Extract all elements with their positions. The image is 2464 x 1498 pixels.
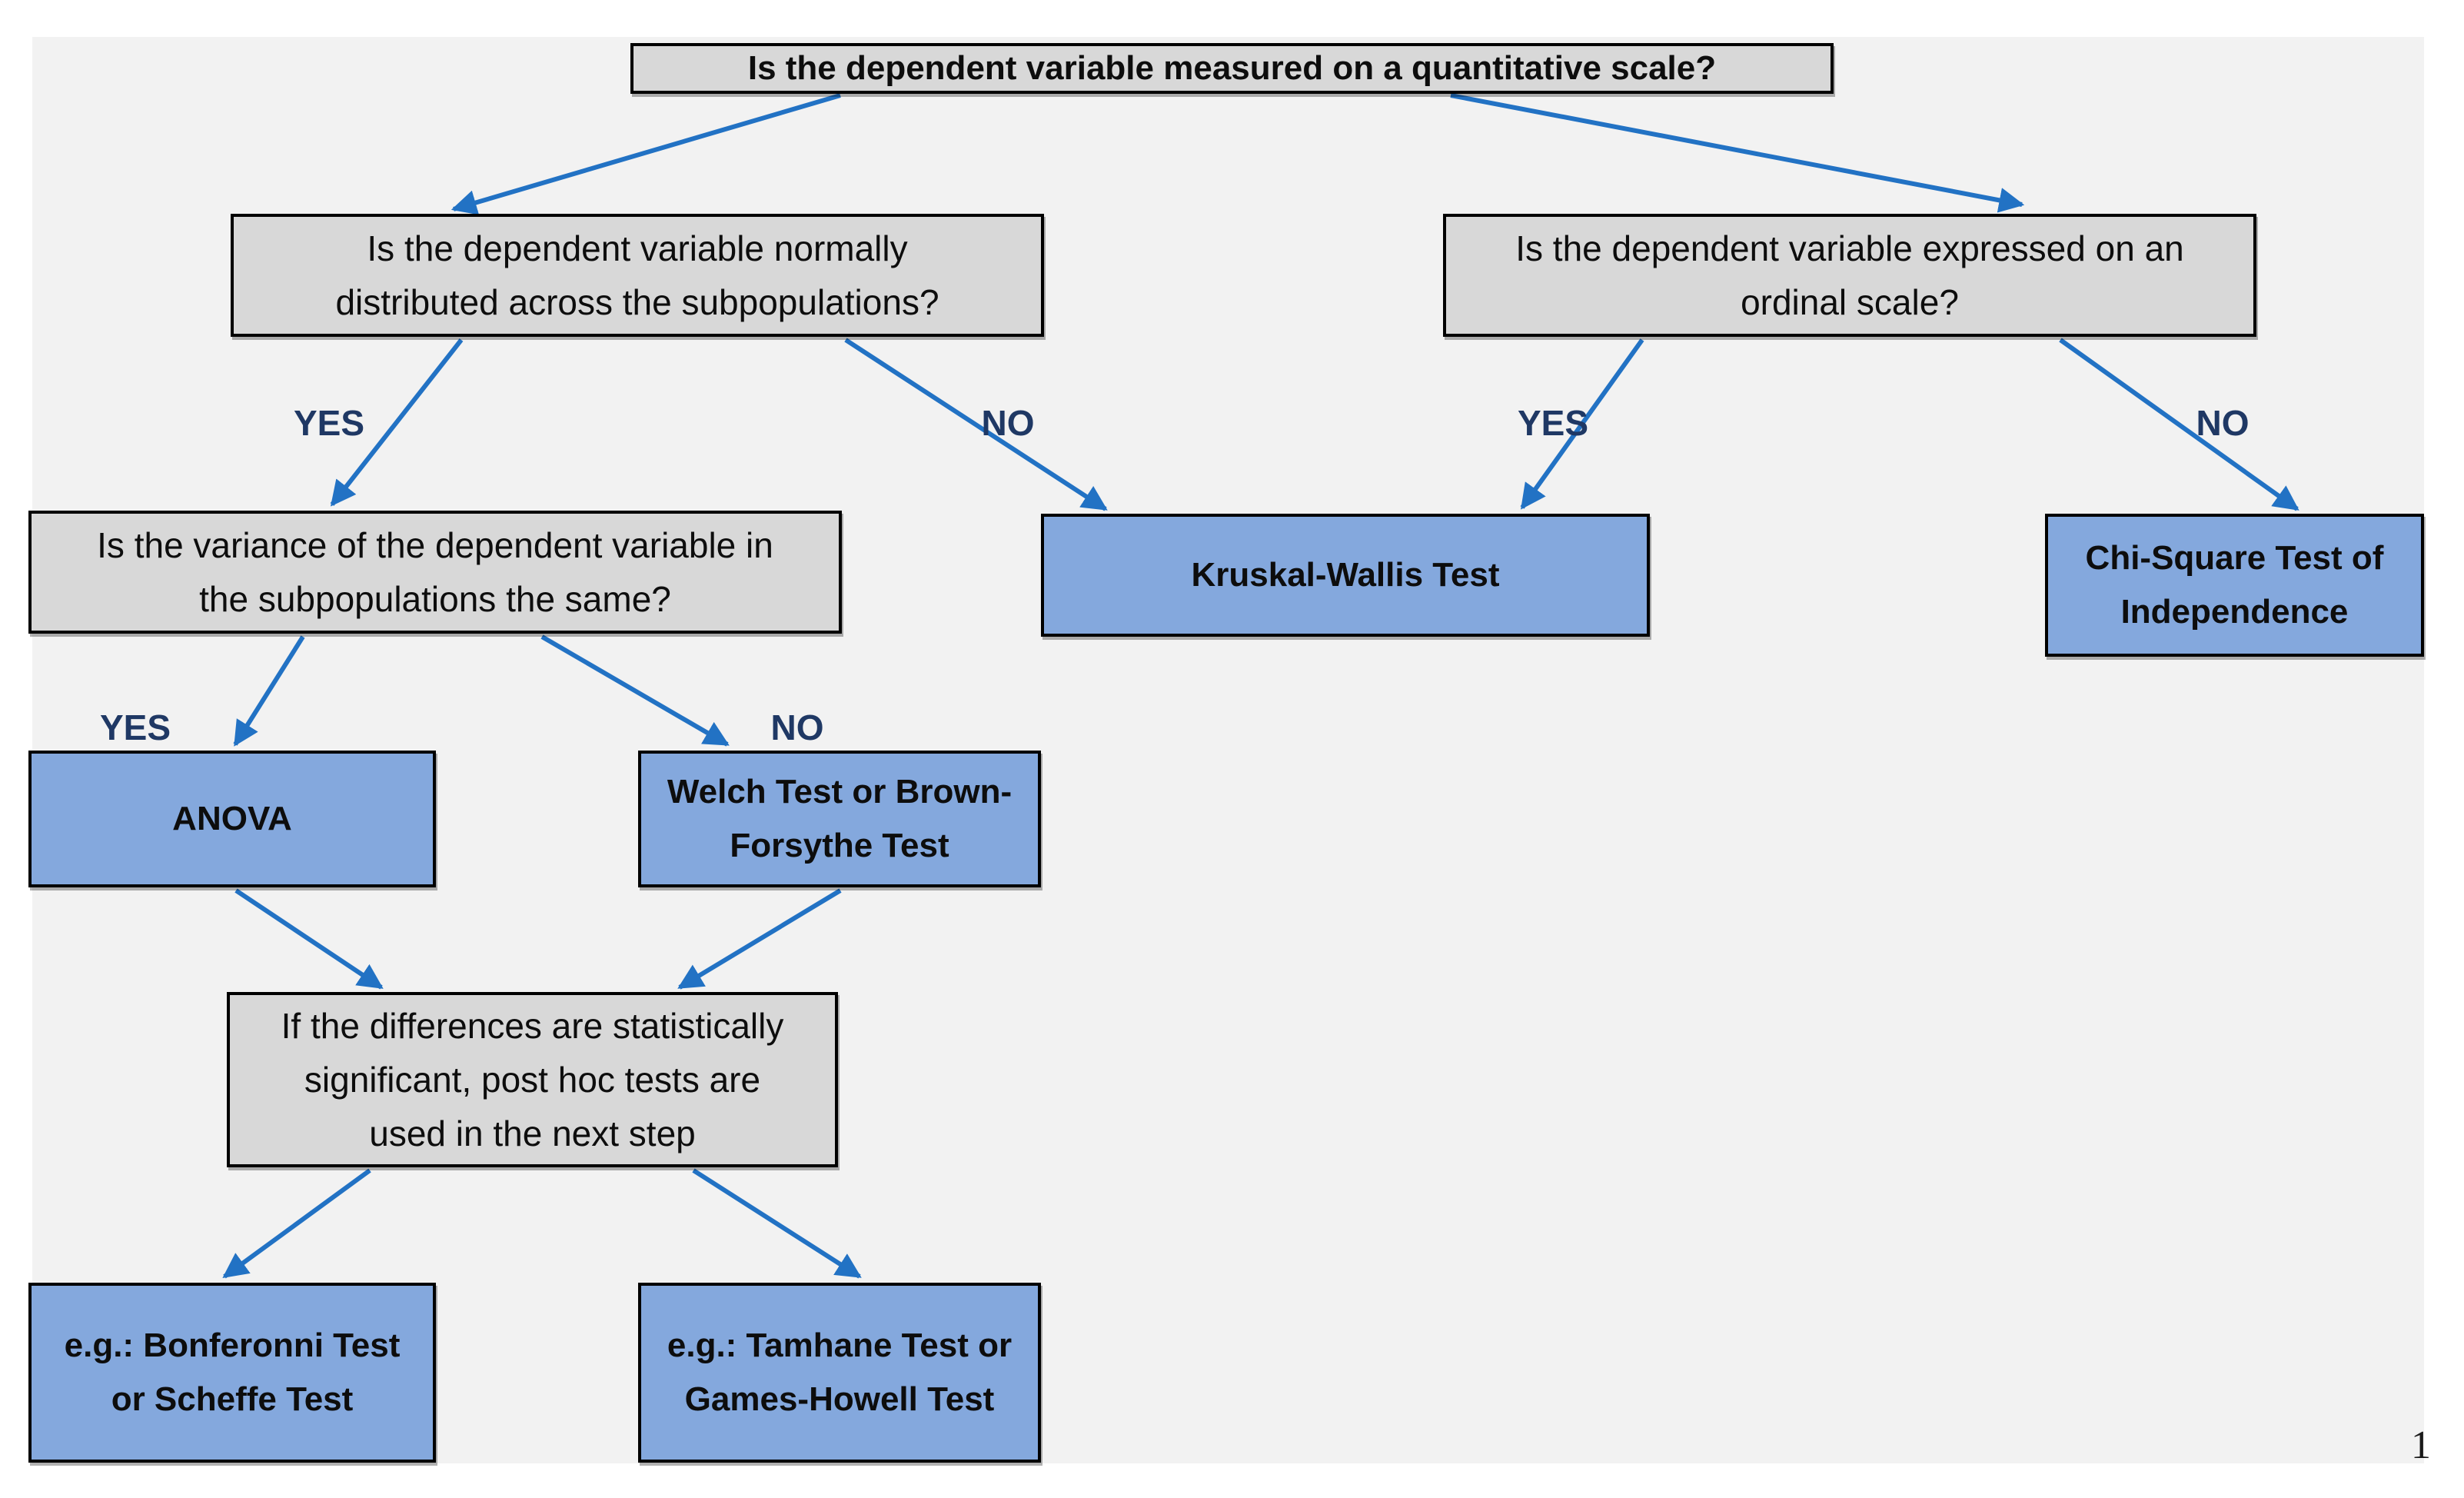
node-question-ordinal-scale: Is the dependent variable expressed on a… xyxy=(1443,214,2256,337)
node-question-variance-equal: Is the variance of the dependent variabl… xyxy=(28,511,842,634)
page-number: 1 xyxy=(2411,1423,2431,1467)
edge-label-yes-variance: YES xyxy=(99,707,171,747)
node-question-quantitative-scale: Is the dependent variable measured on a … xyxy=(630,43,1834,94)
node-kruskal-wallis-test: Kruskal-Wallis Test xyxy=(1041,514,1650,637)
node-anova: ANOVA xyxy=(28,751,436,887)
edge-label-no-ordinal: NO xyxy=(2196,403,2250,443)
node-tamhane-games-howell-test: e.g.: Tamhane Test or Games-Howell Test xyxy=(638,1283,1041,1463)
edge-label-no-variance: NO xyxy=(770,707,824,747)
node-question-normal-distribution: Is the dependent variable normally distr… xyxy=(231,214,1044,337)
node-post-hoc-note: If the differences are statistically sig… xyxy=(227,992,838,1167)
node-bonferroni-scheffe-test: e.g.: Bonferonni Test or Scheffe Test xyxy=(28,1283,436,1463)
edge-label-yes-ordinal: YES xyxy=(1517,403,1589,443)
node-welch-brown-forsythe-test: Welch Test or Brown- Forsythe Test xyxy=(638,751,1041,887)
edge-label-yes-normality: YES xyxy=(293,403,365,443)
edge-label-no-normality: NO xyxy=(981,403,1035,443)
node-chi-square-test: Chi-Square Test of Independence xyxy=(2045,514,2424,657)
